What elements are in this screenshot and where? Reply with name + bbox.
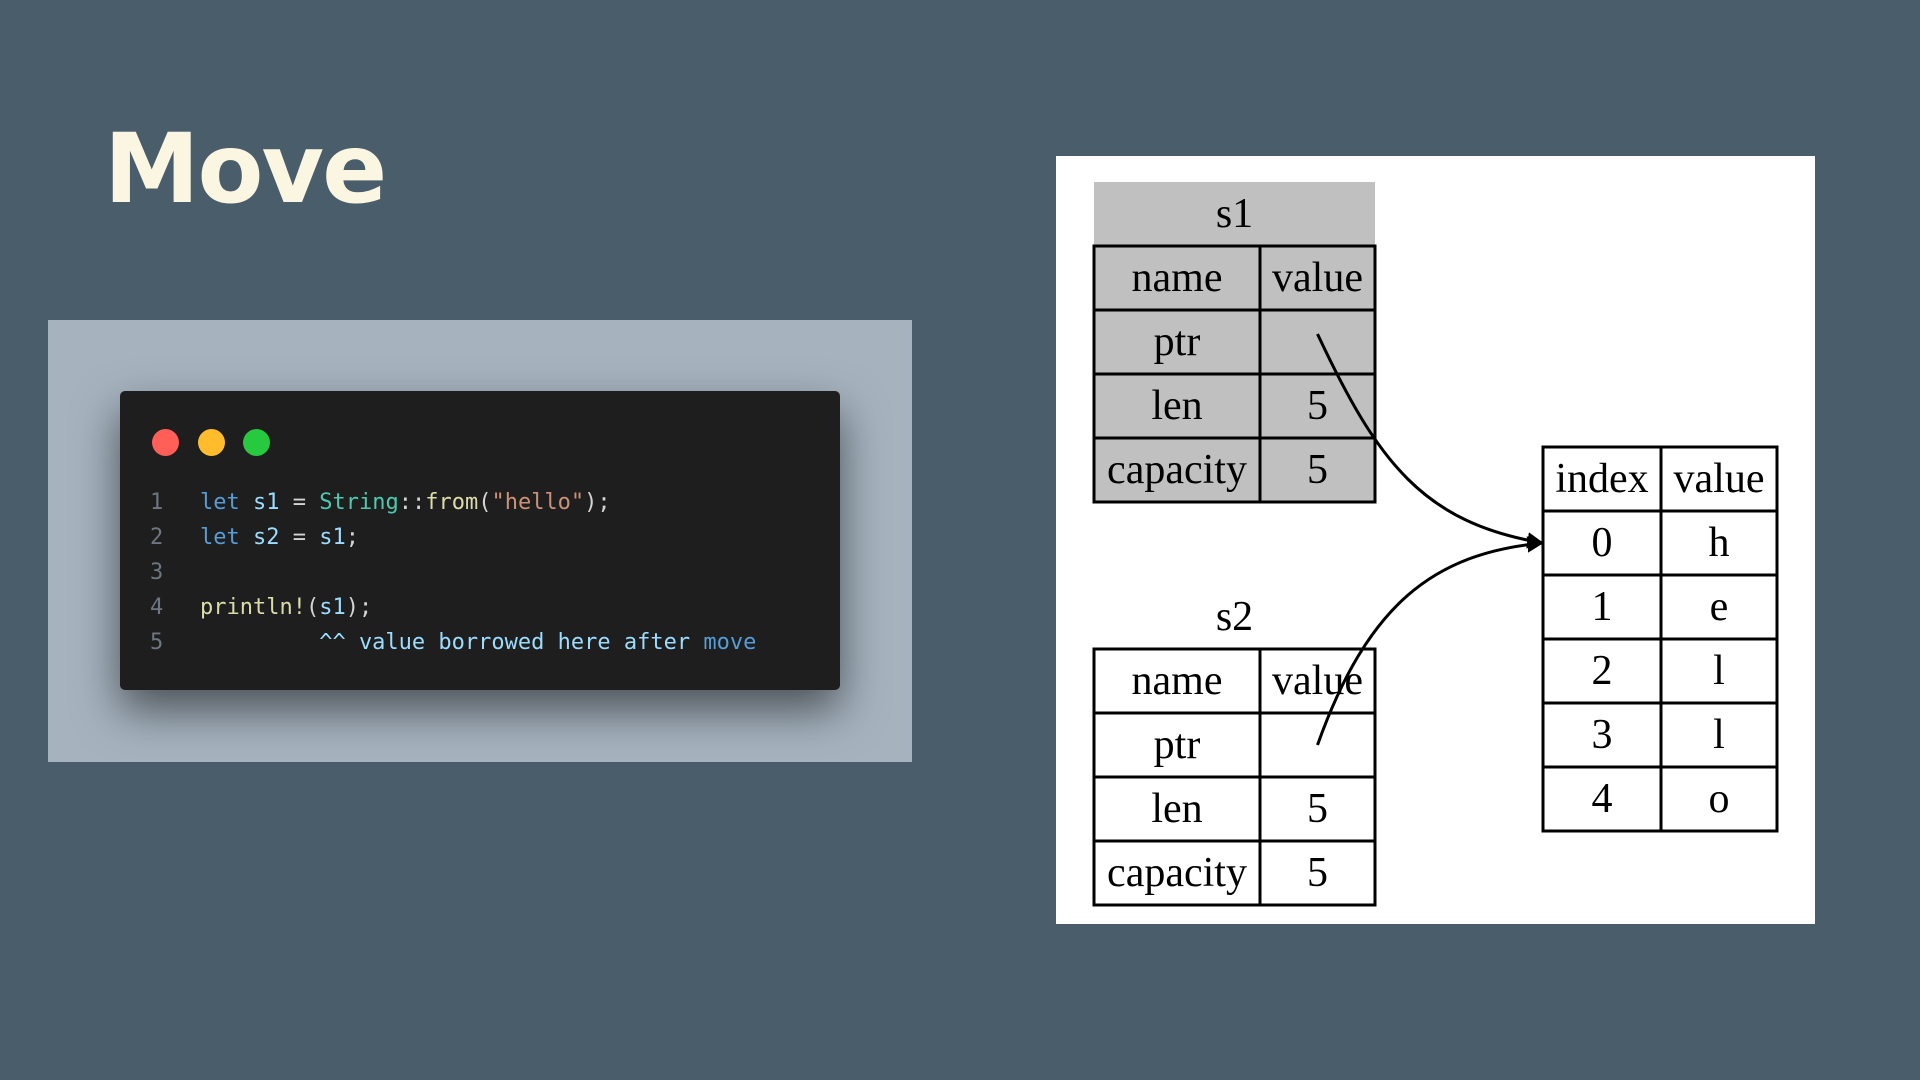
code-token: println! [200, 595, 306, 620]
minimize-dot-icon [198, 429, 225, 456]
line-number: 4 [150, 595, 164, 620]
s2-field-value: 5 [1307, 850, 1328, 896]
code-token: let [200, 490, 253, 515]
s1-field-name: capacity [1107, 447, 1247, 493]
code-line: 3 [120, 555, 840, 590]
code-line: 4 println!(s1); [120, 590, 840, 625]
s2-field-name: len [1151, 786, 1202, 832]
code-token: = [279, 490, 320, 515]
heap-index-cell: 3 [1592, 712, 1613, 758]
heap-header-value: value [1674, 456, 1765, 502]
s1-field-value: 5 [1307, 383, 1328, 429]
code-token: = [279, 525, 320, 550]
s2-header-name: name [1132, 658, 1223, 704]
code-text: let s1 = String::from("hello"); [200, 485, 611, 520]
code-token: s2 [252, 525, 280, 550]
code-line: 5 ^^ value borrowed here after move [120, 625, 840, 660]
s1-field-name: len [1151, 383, 1202, 429]
line-number: 2 [150, 525, 164, 550]
s2-ptr-arrow [1316, 536, 1544, 746]
heap-value-cell: o [1709, 776, 1730, 822]
code-token: s1 [319, 595, 346, 620]
s2-field-value: 5 [1307, 786, 1328, 832]
memory-diagram: s1 name value ptr len 5 capacity 5 s2 name value pt… [1092, 182, 1779, 907]
s2-field-name: capacity [1107, 850, 1247, 896]
code-token: ( [478, 490, 492, 515]
heap-index-cell: 1 [1592, 584, 1613, 630]
s1-title-bg [1094, 182, 1375, 246]
code-text: let s2 = s1; [200, 520, 359, 555]
code-token: String [319, 490, 399, 515]
s1-title: s1 [1216, 191, 1253, 237]
heap-value-cell: l [1713, 648, 1725, 694]
line-number: 5 [150, 630, 164, 655]
s2-field-name: ptr [1154, 722, 1201, 768]
code-token: ( [305, 595, 320, 620]
heap-index-cell: 2 [1592, 648, 1613, 694]
code-text: ^^ value borrowed here after move [200, 625, 756, 660]
code-token: from [425, 490, 479, 515]
heap-index-cell: 0 [1592, 520, 1613, 566]
line-number: 1 [150, 490, 164, 515]
heap-index-cell: 4 [1592, 776, 1613, 822]
s1-header-value: value [1272, 255, 1363, 301]
line-number: 3 [150, 560, 164, 585]
code-text: println!(s1); [200, 590, 372, 625]
s1-field-name: ptr [1154, 319, 1201, 365]
s1-header-name: name [1132, 255, 1223, 301]
code-token: let [200, 525, 253, 550]
code-token: :: [398, 490, 426, 515]
code-line: 1 let s1 = String::from("hello"); [120, 485, 840, 520]
s2-title: s2 [1216, 594, 1253, 640]
heap-header-index: index [1555, 456, 1648, 502]
s1-field-value: 5 [1307, 447, 1328, 493]
diagram-panel: s1 name value ptr len 5 capacity 5 s2 name value pt… [1056, 156, 1815, 924]
code-token: "hello" [491, 490, 585, 515]
code-token: ; [345, 525, 359, 550]
code-token: ^^ value borrowed here after [200, 630, 704, 655]
heap-value-cell: e [1710, 584, 1729, 630]
heap-value-cell: l [1713, 712, 1725, 758]
s1-ptr-arrow [1316, 333, 1544, 549]
code-token: ); [584, 490, 611, 515]
heap-value-cell: h [1709, 520, 1730, 566]
slide-title: Move [104, 113, 387, 225]
s2-header-value: value [1272, 658, 1363, 704]
maximize-dot-icon [243, 429, 270, 456]
code-token: s1 [252, 490, 280, 515]
code-token: s1 [319, 525, 346, 550]
code-line: 2 let s2 = s1; [120, 520, 840, 555]
code-token: move [703, 630, 757, 655]
close-dot-icon [152, 429, 179, 456]
code-token: ); [345, 595, 373, 620]
